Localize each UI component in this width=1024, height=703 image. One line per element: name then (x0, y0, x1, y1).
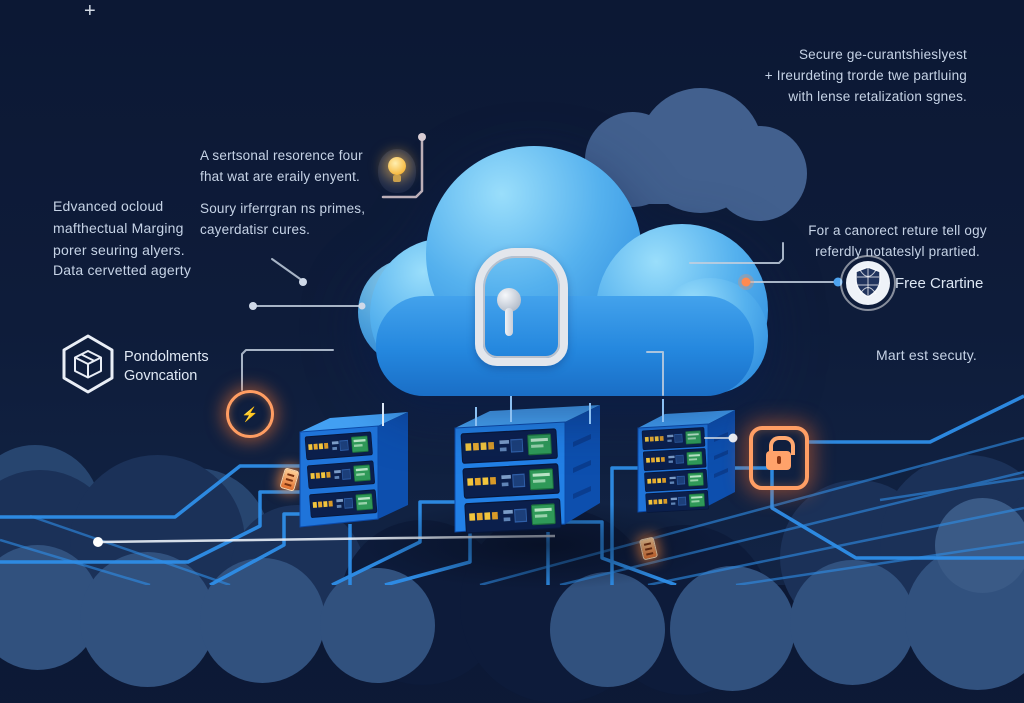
connector-lines (241, 133, 843, 443)
padlock-icon (475, 248, 568, 366)
note-line: Govncation (124, 368, 198, 384)
center-paragraph-2: Soury irferrgran ns primes, cayerdatisr … (200, 198, 365, 240)
package-label: Pondolments Govncation (124, 348, 209, 386)
bulb-glow (388, 157, 406, 175)
note-line: Secure ge-curantshieslyest (798, 47, 967, 62)
lock-square-icon (749, 426, 809, 490)
keyhole-stem (505, 308, 513, 336)
note-line: Pondolments (124, 349, 209, 365)
cloud-puff (935, 498, 1024, 593)
cloud-puff (320, 568, 435, 683)
note-line: fhat wat are eraily enyent. (200, 169, 360, 184)
note-line: + Ireurdeting trorde twe partluing (764, 68, 967, 83)
server-rack-left (299, 412, 408, 528)
sparkle-icon: + (84, 0, 96, 22)
right-paragraph: For a canorect reture tell ogy referdly … (805, 220, 990, 262)
server-racks (299, 405, 735, 534)
server-rack-right (637, 410, 735, 513)
shield-icon (840, 255, 896, 311)
note-line: For a canorect reture tell ogy (808, 223, 987, 238)
lightbulb-icon (378, 149, 416, 193)
note-line: cayerdatisr cures. (200, 222, 311, 237)
package-hexagon-icon (62, 334, 114, 394)
left-caption: Data cervetted agerty (53, 262, 192, 278)
lock-keyhole (777, 456, 781, 464)
note-line: referdly notateslyl prartied. (815, 244, 980, 259)
note-line: mafthectual Marging (53, 220, 184, 236)
bolt-circle-icon: ⚡ (226, 390, 274, 438)
side-vents (573, 434, 591, 499)
security-caption: Mart est secuty. (876, 347, 977, 363)
note-line: Soury irferrgran ns primes, (200, 201, 366, 216)
center-paragraph-1: A sertsonal resorence four fhat wat are … (200, 145, 363, 187)
server-rack-center (454, 405, 600, 534)
note-line: porer seuring alyers. (53, 242, 185, 258)
bulb-base (393, 175, 401, 182)
bolt-glyph: ⚡ (241, 405, 259, 422)
shield-label: Free Crartine (895, 275, 984, 292)
left-paragraph: Edvanced ocloud mafthectual Marging pore… (53, 195, 185, 261)
note-line: Edvanced ocloud (53, 198, 164, 214)
lock-shackle (769, 436, 795, 455)
top-right-note: Secure ge-curantshieslyest + Ireurdeting… (637, 44, 967, 107)
note-line: A sertsonal resorence four (200, 148, 363, 163)
note-line: with lense retalization sgnes. (788, 89, 967, 104)
